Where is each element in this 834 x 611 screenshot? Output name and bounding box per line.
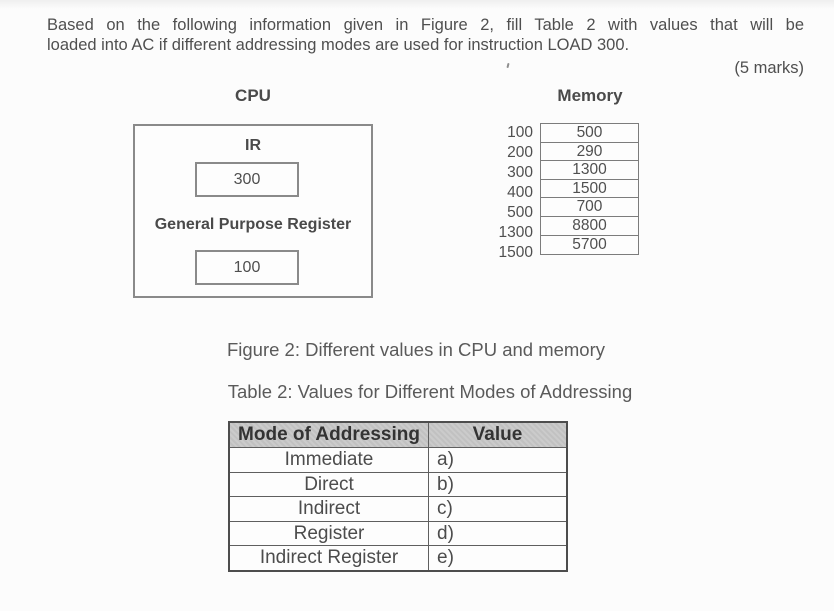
- ink-speck-mark: [506, 62, 510, 69]
- memory-address: 500: [507, 204, 533, 221]
- question-paragraph: Based on the following information given…: [47, 16, 804, 55]
- mode-cell: Indirect: [297, 498, 361, 519]
- question-line-2: loaded into AC if different addressing m…: [47, 35, 630, 54]
- mode-cell: Direct: [304, 473, 354, 495]
- memory-value-column: 500 290 1300 1500 700 8800 5700: [540, 123, 639, 256]
- memory-cell: 700: [541, 198, 638, 217]
- cpu-box: IR 300 General Purpose Register 100: [133, 124, 373, 298]
- cpu-title: CPU: [235, 86, 271, 105]
- general-purpose-register-value-box: 100: [195, 250, 299, 285]
- value-cell: c): [428, 497, 566, 521]
- mode-cell: Immediate: [284, 449, 374, 470]
- general-purpose-register-label: General Purpose Register: [154, 216, 352, 233]
- table-row: Register d): [230, 520, 566, 545]
- value-cell: d): [428, 521, 566, 545]
- table-row: Immediate a): [230, 447, 566, 472]
- table-row: Indirect c): [230, 496, 566, 521]
- memory-address: 100: [507, 124, 533, 141]
- value-cell: e): [428, 546, 566, 570]
- value-cell: b): [428, 472, 566, 496]
- mode-cell: Register: [293, 522, 365, 544]
- addressing-modes-table: Mode of Addressing Value Immediate a) Di…: [228, 421, 568, 572]
- table-header-value: Value: [428, 423, 566, 447]
- table-2-caption: Table 2: Values for Different Modes of A…: [227, 381, 633, 402]
- memory-cell: 8800: [541, 217, 638, 236]
- marks-label: (5 marks): [734, 59, 804, 77]
- ir-register-value-box: 300: [195, 162, 299, 197]
- memory-address: 200: [507, 144, 533, 161]
- memory-address: 1300: [498, 224, 533, 241]
- memory-cell: 500: [541, 124, 638, 143]
- memory-cell: 1500: [541, 180, 638, 199]
- memory-cell: 1300: [541, 161, 638, 180]
- question-line-1: Based on the following information given…: [47, 16, 804, 34]
- mode-cell: Indirect Register: [259, 547, 399, 568]
- memory-cell: 5700: [572, 235, 607, 253]
- table-row: Direct b): [230, 471, 566, 496]
- table-row: Indirect Register e): [230, 545, 566, 570]
- memory-address-column: 100 200 300 400 500 1300 1500: [455, 123, 533, 263]
- memory-address: 1500: [498, 244, 533, 261]
- scan-edge-shading: [0, 0, 834, 9]
- table-header-row: Mode of Addressing Value: [230, 423, 566, 447]
- memory-address: 300: [507, 164, 533, 181]
- ir-register-label: IR: [245, 137, 261, 154]
- table-header-mode: Mode of Addressing: [238, 424, 420, 445]
- memory-title: Memory: [557, 86, 623, 105]
- memory-cell: 290: [541, 143, 638, 162]
- memory-address: 400: [507, 184, 533, 201]
- figure-2-caption: Figure 2: Different values in CPU and me…: [226, 339, 606, 360]
- value-cell: a): [428, 448, 566, 472]
